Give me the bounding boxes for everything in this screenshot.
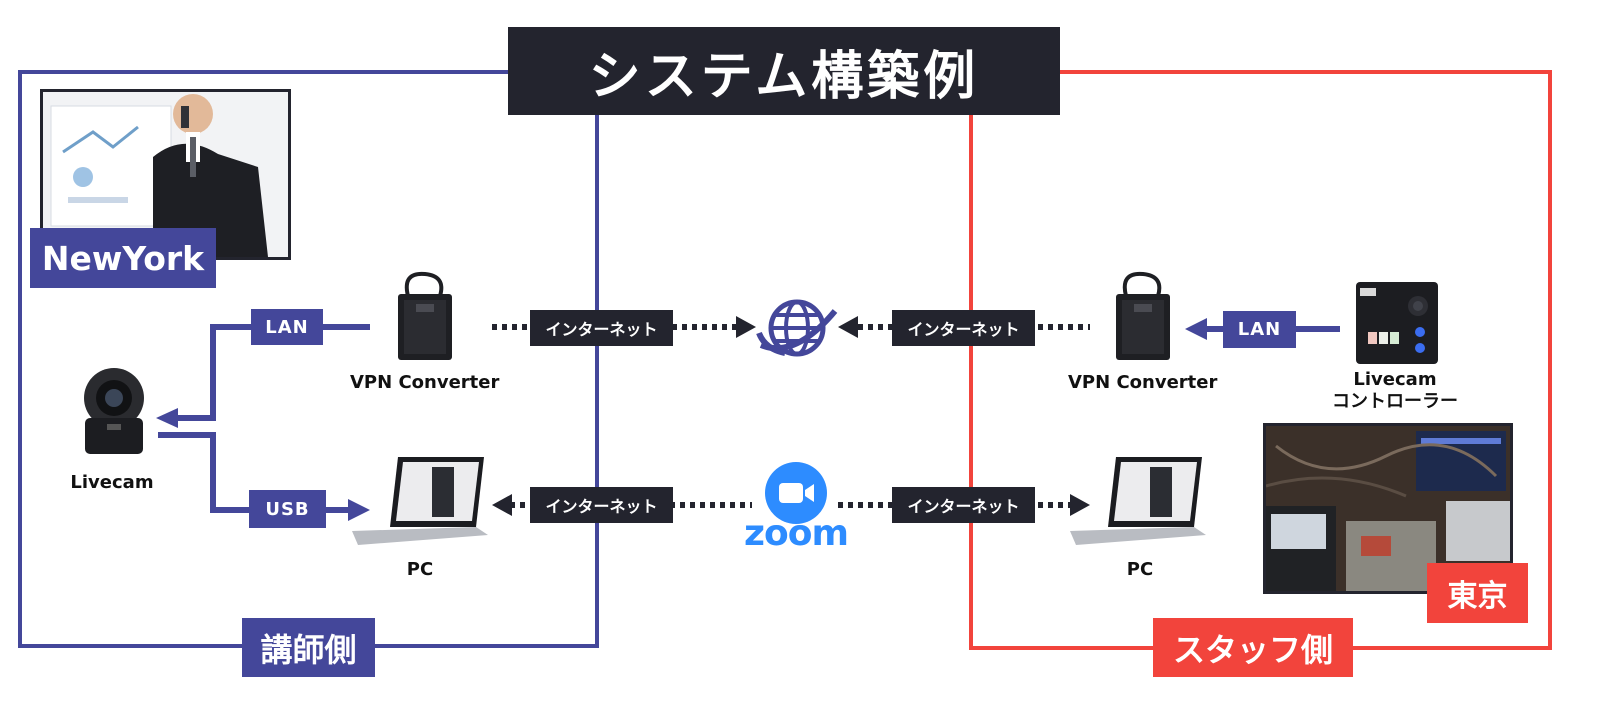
internet-tag-bottom-left: インターネット	[530, 487, 673, 523]
internet-tag-bottom-right: インターネット	[892, 487, 1035, 523]
zoom-camera-icon	[764, 461, 828, 525]
laptop-icon-right	[1070, 455, 1206, 550]
vpn-converter-label-right: VPN Converter	[1068, 372, 1218, 393]
internet-tag-top-right: インターネット	[892, 310, 1035, 346]
pc-label-right: PC	[1126, 559, 1154, 580]
livecam-controller-icon	[1354, 280, 1440, 366]
lan-arrowhead-left	[156, 408, 178, 428]
instructor-side-label: 講師側	[242, 618, 375, 677]
vpn-converter-icon-left	[390, 270, 460, 364]
lan-tag-left: LAN	[251, 309, 323, 345]
laptop-icon-left	[352, 455, 488, 550]
lan-tag-right: LAN	[1223, 311, 1296, 348]
livecam-camera-icon	[75, 362, 153, 458]
pc-label-left: PC	[406, 559, 434, 580]
vpn-converter-label-left: VPN Converter	[350, 372, 500, 393]
tokyo-location-label: 東京	[1427, 563, 1528, 623]
usb-tag: USB	[249, 490, 326, 528]
usb-arrowhead	[348, 499, 370, 521]
controller-label-line2: コントローラー	[1332, 391, 1458, 412]
internet-tag-top-left: インターネット	[530, 310, 673, 346]
controller-label: Livecam コントローラー	[1325, 369, 1465, 413]
control-room-photo	[1263, 423, 1513, 594]
controller-label-line1: Livecam	[1353, 369, 1437, 390]
vpn-converter-icon-right	[1108, 270, 1178, 364]
livecam-label: Livecam	[70, 472, 154, 493]
globe-icon	[755, 293, 839, 363]
newyork-location-label: NewYork	[30, 228, 216, 288]
page-title: システム構築例	[508, 27, 1060, 115]
zoom-wordmark: zoom	[744, 513, 849, 554]
lan-arrowhead-right	[1185, 318, 1207, 340]
staff-side-label: スタッフ側	[1153, 618, 1353, 677]
